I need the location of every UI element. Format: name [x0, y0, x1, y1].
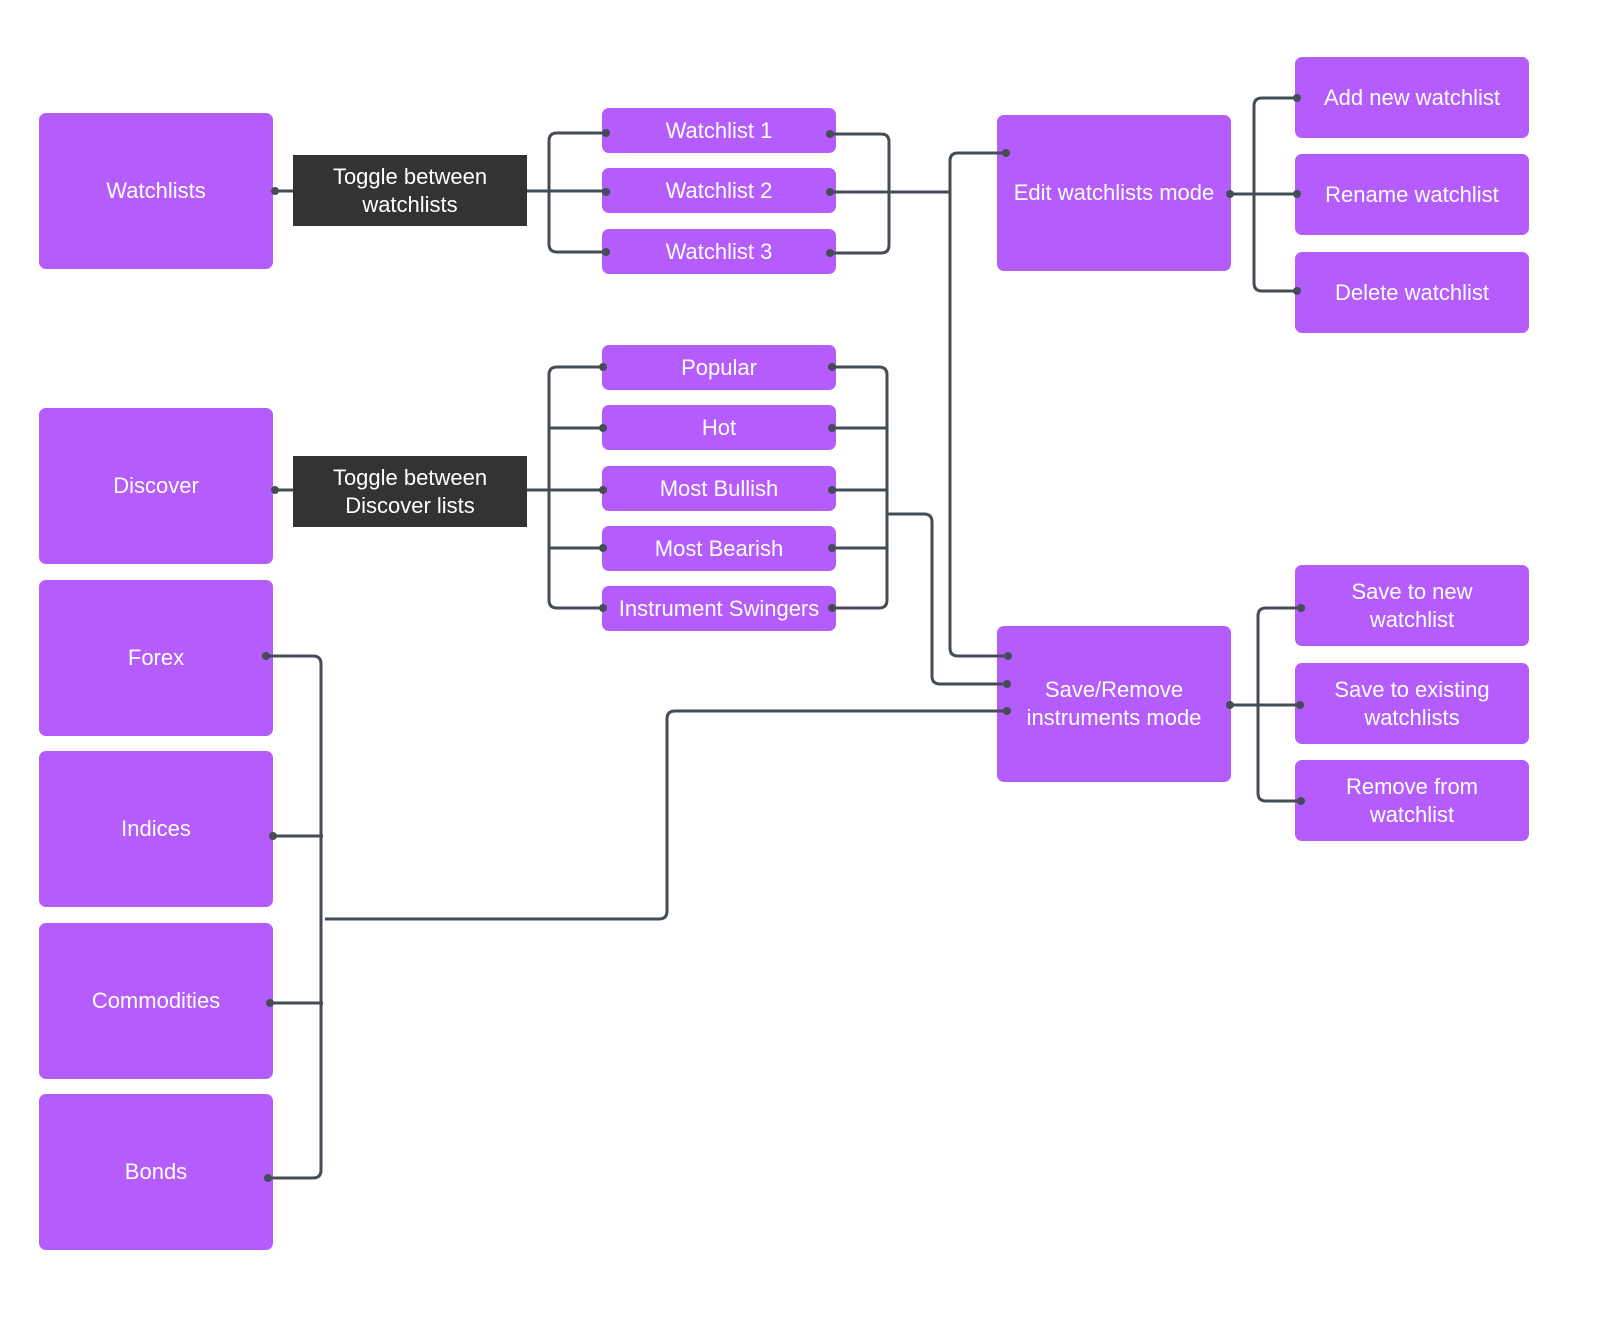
- node-discover-hot[interactable]: Hot: [602, 405, 836, 450]
- node-watchlist-2[interactable]: Watchlist 2: [602, 168, 836, 213]
- edge-label-toggle-watchlists: Toggle between watchlists: [293, 155, 527, 226]
- node-edit-watchlists-mode[interactable]: Edit watchlists mode: [997, 115, 1231, 271]
- connector-discover-to-save-mode: [887, 512, 1008, 686]
- node-label: Most Bearish: [654, 535, 784, 561]
- node-save-to-existing-watchlists[interactable]: Save to existing watchlists: [1295, 663, 1529, 744]
- node-label: Rename watchlist: [1325, 181, 1499, 207]
- connector-assets-bracket: [266, 654, 323, 1180]
- node-label: Edit watchlists mode: [1013, 180, 1215, 205]
- connector-assets-to-save-mode: [325, 709, 1008, 921]
- edge-label-text: Toggle between Discover lists: [332, 464, 488, 518]
- node-label: Instrument Swingers: [618, 595, 820, 621]
- node-discover-popular[interactable]: Popular: [602, 345, 836, 390]
- node-label: Watchlist 1: [665, 117, 773, 143]
- node-save-remove-mode[interactable]: Save/Remove instruments mode: [997, 626, 1231, 782]
- node-label: Save to existing watchlists: [1334, 676, 1490, 730]
- node-label: Bonds: [124, 1159, 188, 1184]
- node-commodities[interactable]: Commodities: [39, 923, 273, 1079]
- node-delete-watchlist[interactable]: Delete watchlist: [1295, 252, 1529, 333]
- edge-label-toggle-discover: Toggle between Discover lists: [293, 456, 527, 527]
- node-save-to-new-watchlist[interactable]: Save to new watchlist: [1295, 565, 1529, 646]
- node-label: Remove from watchlist: [1345, 773, 1479, 827]
- node-label: Save/Remove instruments mode: [1026, 677, 1202, 730]
- edge-label-text: Toggle between watchlists: [332, 163, 488, 217]
- node-remove-from-watchlist[interactable]: Remove from watchlist: [1295, 760, 1529, 841]
- node-label: Watchlist 3: [665, 238, 773, 264]
- node-watchlist-3[interactable]: Watchlist 3: [602, 229, 836, 274]
- connector-bracket-discover-left: [547, 365, 603, 610]
- node-bonds[interactable]: Bonds: [39, 1094, 273, 1250]
- node-forex[interactable]: Forex: [39, 580, 273, 736]
- node-discover-instrument-swingers[interactable]: Instrument Swingers: [602, 586, 836, 631]
- node-watchlists[interactable]: Watchlists: [39, 113, 273, 269]
- node-indices[interactable]: Indices: [39, 751, 273, 907]
- node-label: Hot: [701, 414, 737, 440]
- node-label: Watchlists: [106, 178, 206, 203]
- node-label: Watchlist 2: [665, 177, 773, 203]
- connector-bracket-watchlists-right: [831, 132, 891, 255]
- node-label: Most Bullish: [659, 475, 779, 501]
- node-label: Save to new watchlist: [1351, 578, 1473, 632]
- node-label: Popular: [681, 354, 757, 380]
- node-rename-watchlist[interactable]: Rename watchlist: [1295, 154, 1529, 235]
- node-add-new-watchlist[interactable]: Add new watchlist: [1295, 57, 1529, 138]
- node-discover-most-bullish[interactable]: Most Bullish: [602, 466, 836, 511]
- node-label: Commodities: [91, 988, 221, 1013]
- node-label: Indices: [121, 816, 191, 841]
- connector-bracket-edit-actions: [1252, 96, 1297, 293]
- node-label: Add new watchlist: [1323, 84, 1501, 110]
- connector-bracket-watchlists-left: [547, 131, 606, 254]
- node-label: Delete watchlist: [1334, 279, 1490, 305]
- node-discover[interactable]: Discover: [39, 408, 273, 564]
- node-label: Forex: [127, 645, 185, 670]
- node-discover-most-bearish[interactable]: Most Bearish: [602, 526, 836, 571]
- connector-bracket-discover-right: [832, 365, 889, 610]
- node-watchlist-1[interactable]: Watchlist 1: [602, 108, 836, 153]
- node-label: Discover: [113, 473, 199, 498]
